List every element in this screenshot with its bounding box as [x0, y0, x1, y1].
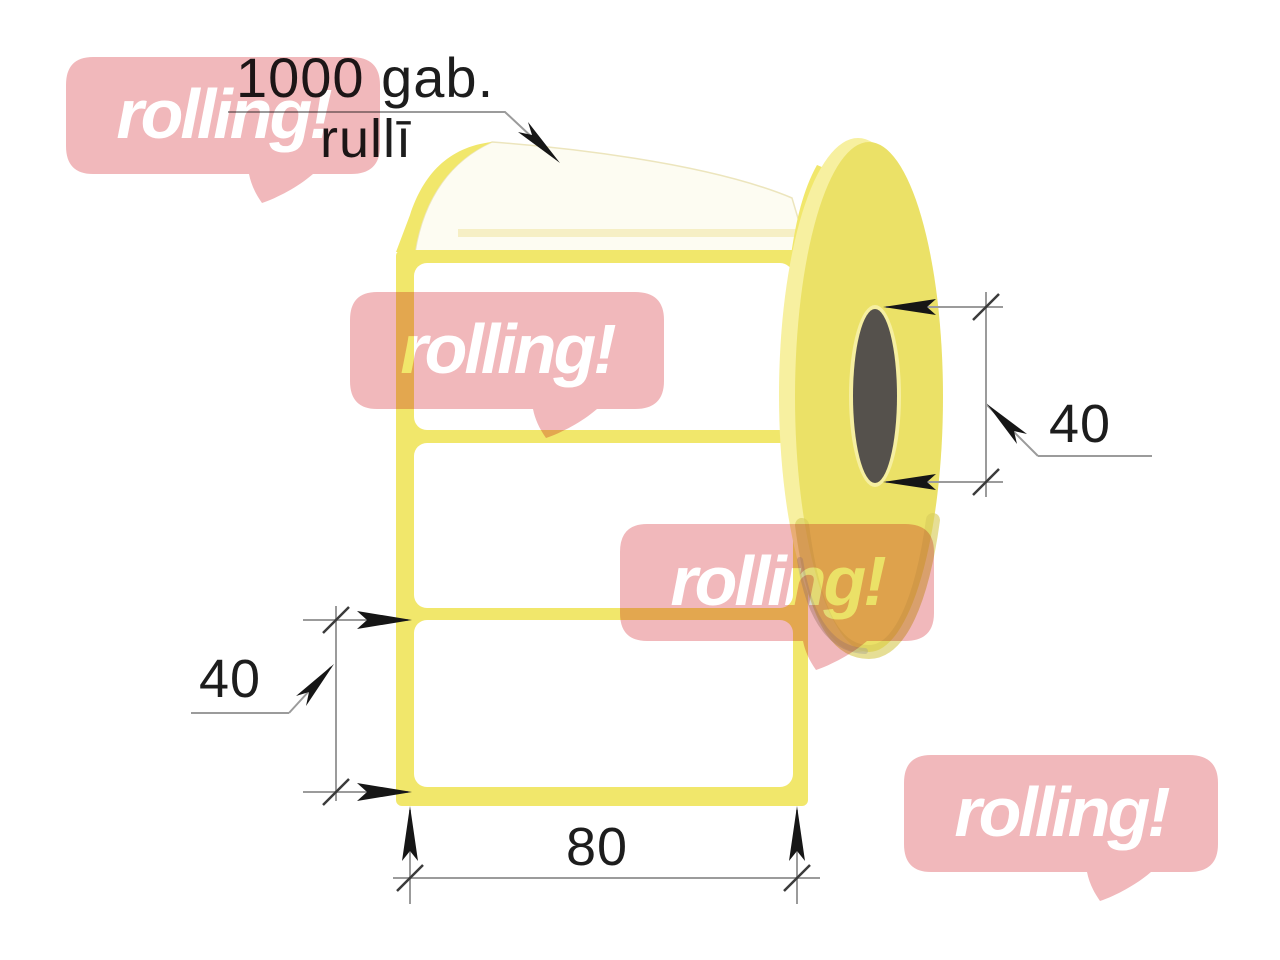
- label-2: [414, 443, 793, 608]
- arrowheads: [296, 611, 412, 801]
- tick-marks: [322, 606, 350, 806]
- quantity-label: 1000 gab.: [236, 46, 495, 109]
- dimension-label-width: [393, 806, 820, 904]
- liner-curl: [396, 142, 492, 252]
- label-height-value: 40: [199, 649, 262, 709]
- roll-location-label: rullī: [320, 109, 413, 169]
- arrowheads: [402, 806, 805, 861]
- arrowheads: [883, 299, 1027, 490]
- tick-marks: [396, 864, 811, 892]
- roll: [779, 138, 943, 660]
- tick-marks: [972, 293, 1000, 496]
- arrowhead: [518, 122, 560, 163]
- label-3: [414, 620, 793, 787]
- liner-back-web: [414, 141, 810, 253]
- dimension-core-diameter: [883, 292, 1152, 497]
- label-width-value: 80: [566, 817, 629, 877]
- dimension-label-height: [191, 606, 412, 806]
- core-diameter-value: 40: [1049, 394, 1112, 454]
- roll-core: [853, 309, 897, 483]
- label-1: [414, 263, 793, 430]
- labels: [414, 263, 793, 787]
